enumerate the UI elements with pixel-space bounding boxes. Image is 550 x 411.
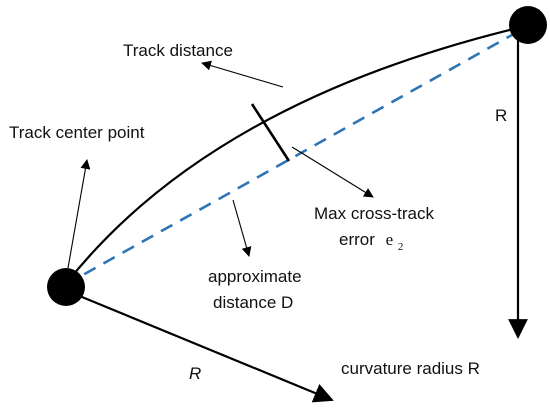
curvature-radius-label: curvature radius R <box>341 359 480 378</box>
approximate-distance-label-line2: distance D <box>213 293 293 312</box>
cross-track-error-segment <box>250 103 291 162</box>
error-word: error <box>339 230 375 249</box>
radius-diagonal-arrow <box>64 288 334 403</box>
right-point-icon <box>509 6 547 44</box>
track-center-point-label: Track center point <box>9 123 145 142</box>
error-subscript: 2 <box>398 241 404 253</box>
approximate-distance-label-line1: approximate <box>208 267 302 286</box>
track-arc <box>64 23 531 286</box>
radius-vertical-label: R <box>495 106 507 125</box>
cross-track-pointer <box>291 146 374 198</box>
approx-distance-pointer <box>232 199 252 257</box>
chord-dashed-line <box>64 24 529 287</box>
track-center-pointer <box>67 159 91 269</box>
left-point-icon <box>47 268 85 306</box>
max-cross-track-label-line2: error e 2 <box>339 230 403 253</box>
radius-diagonal-label: R <box>189 364 201 383</box>
error-symbol: e <box>386 230 394 249</box>
track-distance-label: Track distance <box>123 41 233 60</box>
max-cross-track-label-line1: Max cross-track <box>314 204 434 223</box>
track-distance-pointer <box>201 60 284 88</box>
